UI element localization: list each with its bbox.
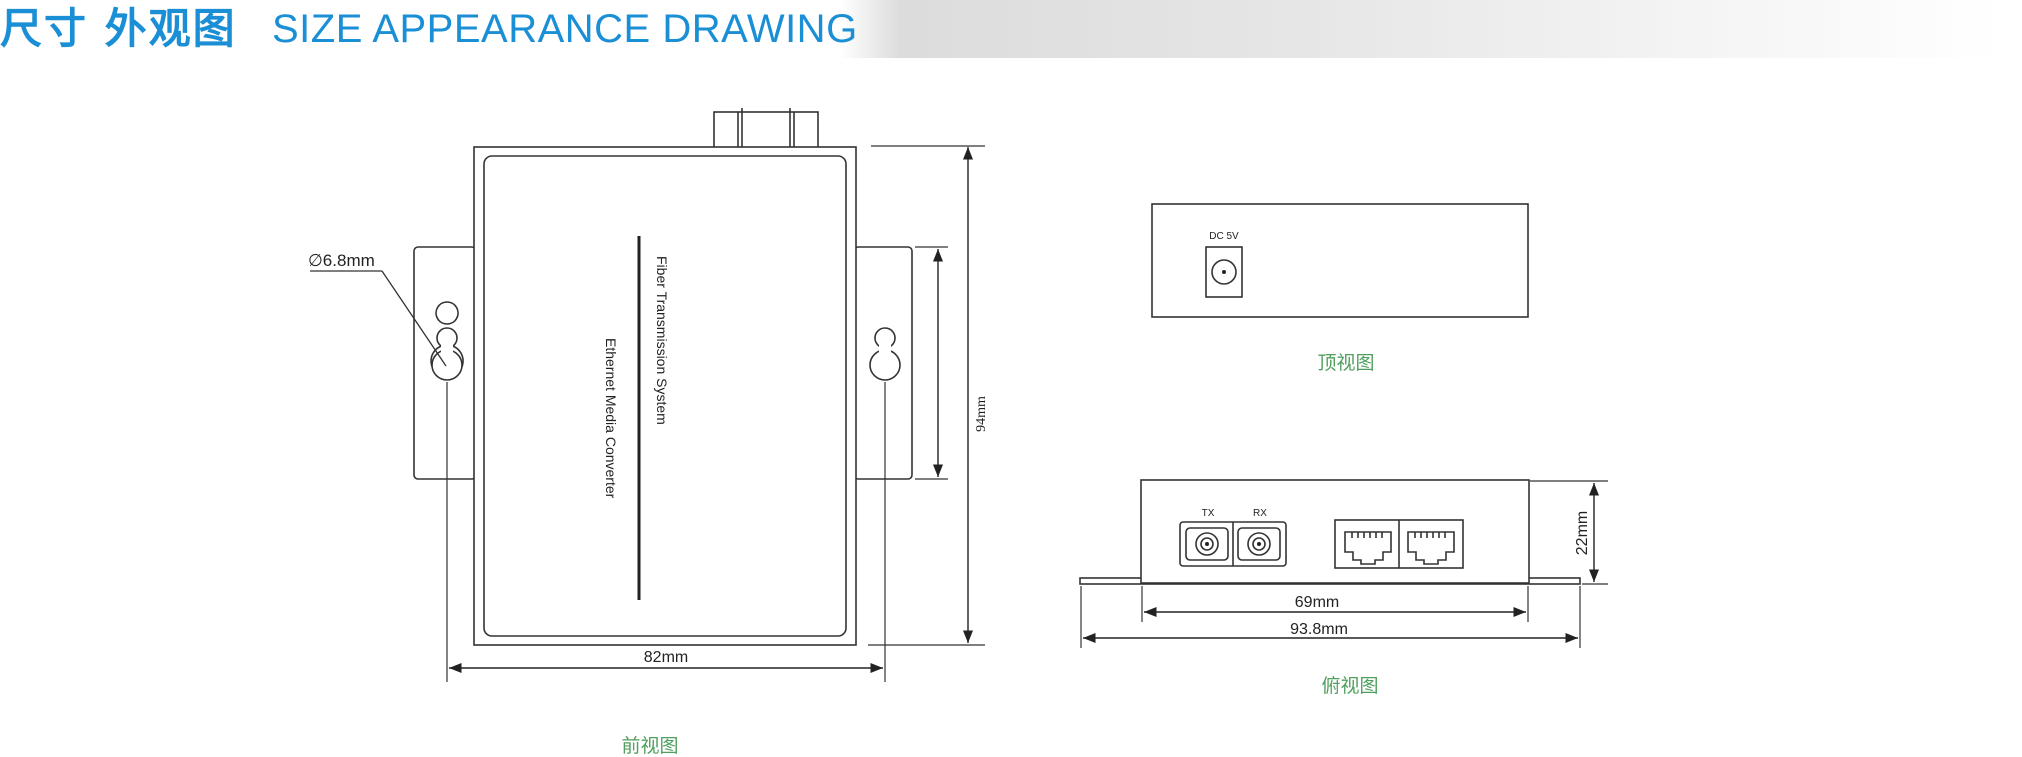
rj45-port-2 [1407,531,1455,565]
front-view-panel [483,155,847,637]
dc-jack-label: DC 5V [1209,231,1239,242]
bottom-view [1079,479,1608,648]
front-view-top-connector [713,111,819,151]
device-text-fiber: Fiber Transmission System [654,256,670,425]
page-title-en: SIZE APPEARANCE DRAWING [272,7,858,51]
bottom-height-label: 22mm [1574,511,1591,555]
front-view [310,108,985,682]
tx-label: TX [1202,508,1215,519]
page-title-cn: 尺寸 外观图 [0,4,237,53]
header-bar [0,0,2022,58]
sc-port-tx [1185,527,1229,561]
bottom-outer-width-label: 93.8mm [1290,621,1348,638]
device-text-ethernet: Ethernet Media Converter [603,338,619,499]
bottom-view-caption: 俯视图 [1321,675,1378,697]
front-view-body [473,146,857,646]
sc-port-rx [1237,527,1281,561]
front-height-label: 94mm [974,396,989,432]
rx-label: RX [1253,508,1267,519]
top-view-caption: 顶视图 [1317,352,1374,374]
bottom-inner-width-label: 69mm [1295,594,1339,611]
top-view [1151,203,1529,318]
hole-diameter-label: ∅6.8mm [308,251,375,270]
front-width-label: 82mm [644,649,688,666]
front-view-caption: 前视图 [621,735,678,757]
rj45-port-1 [1344,531,1392,565]
